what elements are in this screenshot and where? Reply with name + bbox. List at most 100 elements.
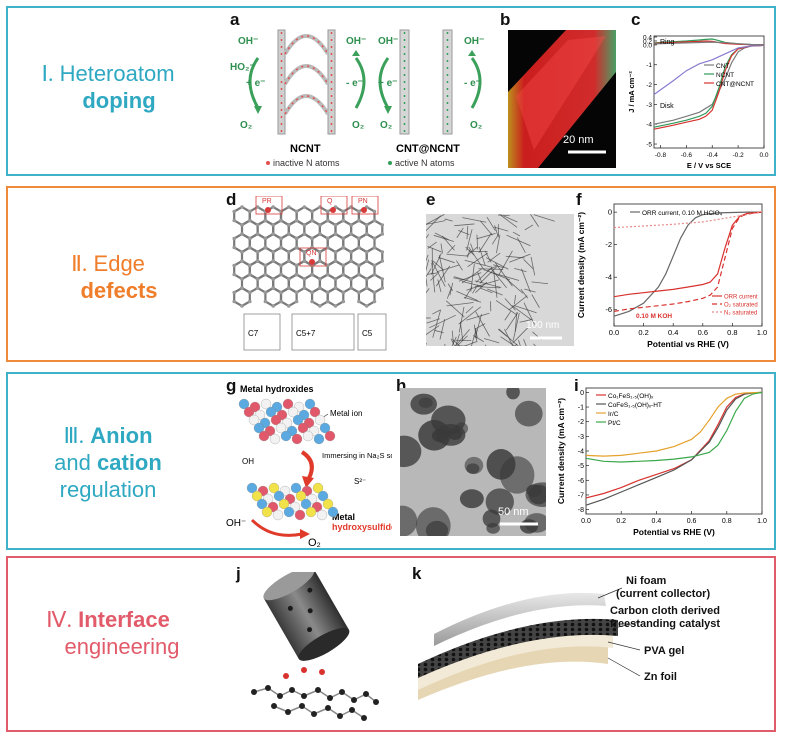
zn-foil-layer [418, 643, 608, 700]
carbon-atom [248, 245, 252, 250]
carbon-atom [287, 277, 291, 281]
carbon-atom [271, 223, 275, 227]
ring-defect-box [291, 313, 355, 351]
panel-label-g: g [226, 376, 237, 395]
nanofiber [503, 215, 518, 223]
carbon-atom [341, 209, 346, 214]
arrow-heads [254, 50, 476, 114]
carbon-atom [310, 245, 314, 250]
carbon-atom [271, 205, 275, 209]
ion-sphere [304, 398, 316, 410]
carbon-atom [364, 277, 369, 281]
nanofiber [475, 281, 488, 293]
carbon-atom [318, 277, 322, 281]
x-tick-label: 0.0 [609, 328, 619, 337]
roman-numeral: Ⅳ. [46, 607, 72, 632]
nanofiber [433, 234, 454, 242]
nanofiber [514, 343, 518, 346]
scale-bar-label-b: 20 nm [563, 134, 594, 146]
nanofiber [514, 268, 527, 273]
nanoparticle [466, 463, 480, 474]
nanofiber [514, 295, 516, 305]
atom [265, 685, 271, 691]
carbon-atom [287, 223, 291, 227]
carbon-atom [255, 259, 260, 263]
carbon-atom [372, 299, 377, 304]
defect-box [299, 247, 327, 267]
nanofiber [493, 264, 504, 269]
carbon-atom [255, 250, 260, 254]
ion-sphere [261, 506, 273, 518]
nanofiber [473, 324, 478, 343]
atom [363, 691, 369, 697]
carbon-atom [380, 277, 385, 281]
nanofiber [426, 254, 429, 262]
carbon-atom [372, 263, 377, 268]
nanoparticle [519, 519, 538, 534]
y-tick-label: 0.4 [643, 34, 652, 41]
carbon-atom [287, 286, 291, 290]
carbon-atom [294, 263, 299, 268]
carbon-atom [341, 299, 346, 304]
nanofiber [512, 327, 529, 344]
carbon-atom [357, 218, 361, 223]
hex-ring [279, 286, 298, 308]
carbon-atom [287, 304, 291, 308]
carbon-atom [341, 236, 346, 241]
carbon-atom [255, 205, 260, 209]
title-line-2a: and [54, 450, 91, 475]
nanofiber [426, 278, 428, 287]
carbon-atom [240, 286, 244, 290]
ion-sphere [256, 498, 268, 510]
carbon-atom [325, 263, 330, 268]
ring-label: C5 [362, 329, 373, 338]
carbon-atom [318, 286, 322, 290]
nanofiber [434, 329, 444, 334]
nanofiber [446, 302, 474, 307]
x-tick-label: 0.2 [616, 518, 626, 525]
heteroatom [319, 669, 325, 675]
ion-sphere [270, 414, 282, 426]
nanofiber [451, 336, 457, 346]
ion-sphere [258, 430, 270, 442]
carbon-atom [279, 236, 283, 241]
carbon-atom [325, 236, 330, 241]
hydroxysulfide-schematic: Metal hydroxides Metal ion OH Immersing … [226, 384, 412, 549]
nanofiber [447, 244, 456, 254]
series-line-0 [613, 211, 762, 317]
nanofiber [476, 234, 479, 250]
legend-label: ORR current [724, 295, 758, 301]
carbon-atom [357, 236, 361, 241]
defect-box [351, 195, 379, 215]
nanofiber [504, 298, 516, 311]
carbon-atom [372, 236, 377, 241]
carbon-atom [341, 245, 346, 250]
atom [315, 687, 321, 693]
hex-ring [326, 286, 345, 308]
ion-sphere [283, 506, 295, 518]
porous-cylinder [263, 567, 350, 661]
nanoparticle [459, 489, 484, 509]
ion-sphere [268, 482, 280, 494]
ion-sphere [312, 482, 324, 494]
nanofiber [493, 270, 498, 298]
ion-sphere [319, 422, 331, 434]
nanoparticle [400, 505, 418, 536]
atom [311, 711, 317, 717]
y-tick-label: -5 [578, 463, 584, 470]
nanofiber [437, 279, 442, 293]
x-axis-label: Potential vs RHE (V) [633, 527, 715, 537]
cnt-ncnt-legend: active N atoms [395, 158, 455, 168]
nanofiber [474, 280, 502, 288]
atom [349, 707, 355, 713]
nanofiber [487, 288, 503, 296]
nanofiber [458, 306, 481, 325]
ion-sphere [322, 498, 334, 510]
y-tick-label: 0 [580, 390, 584, 397]
carbon-atom [325, 299, 330, 304]
nanofiber [533, 343, 536, 346]
atom [251, 689, 257, 695]
ni-foam-layer [434, 592, 606, 646]
nanofiber [447, 283, 454, 291]
